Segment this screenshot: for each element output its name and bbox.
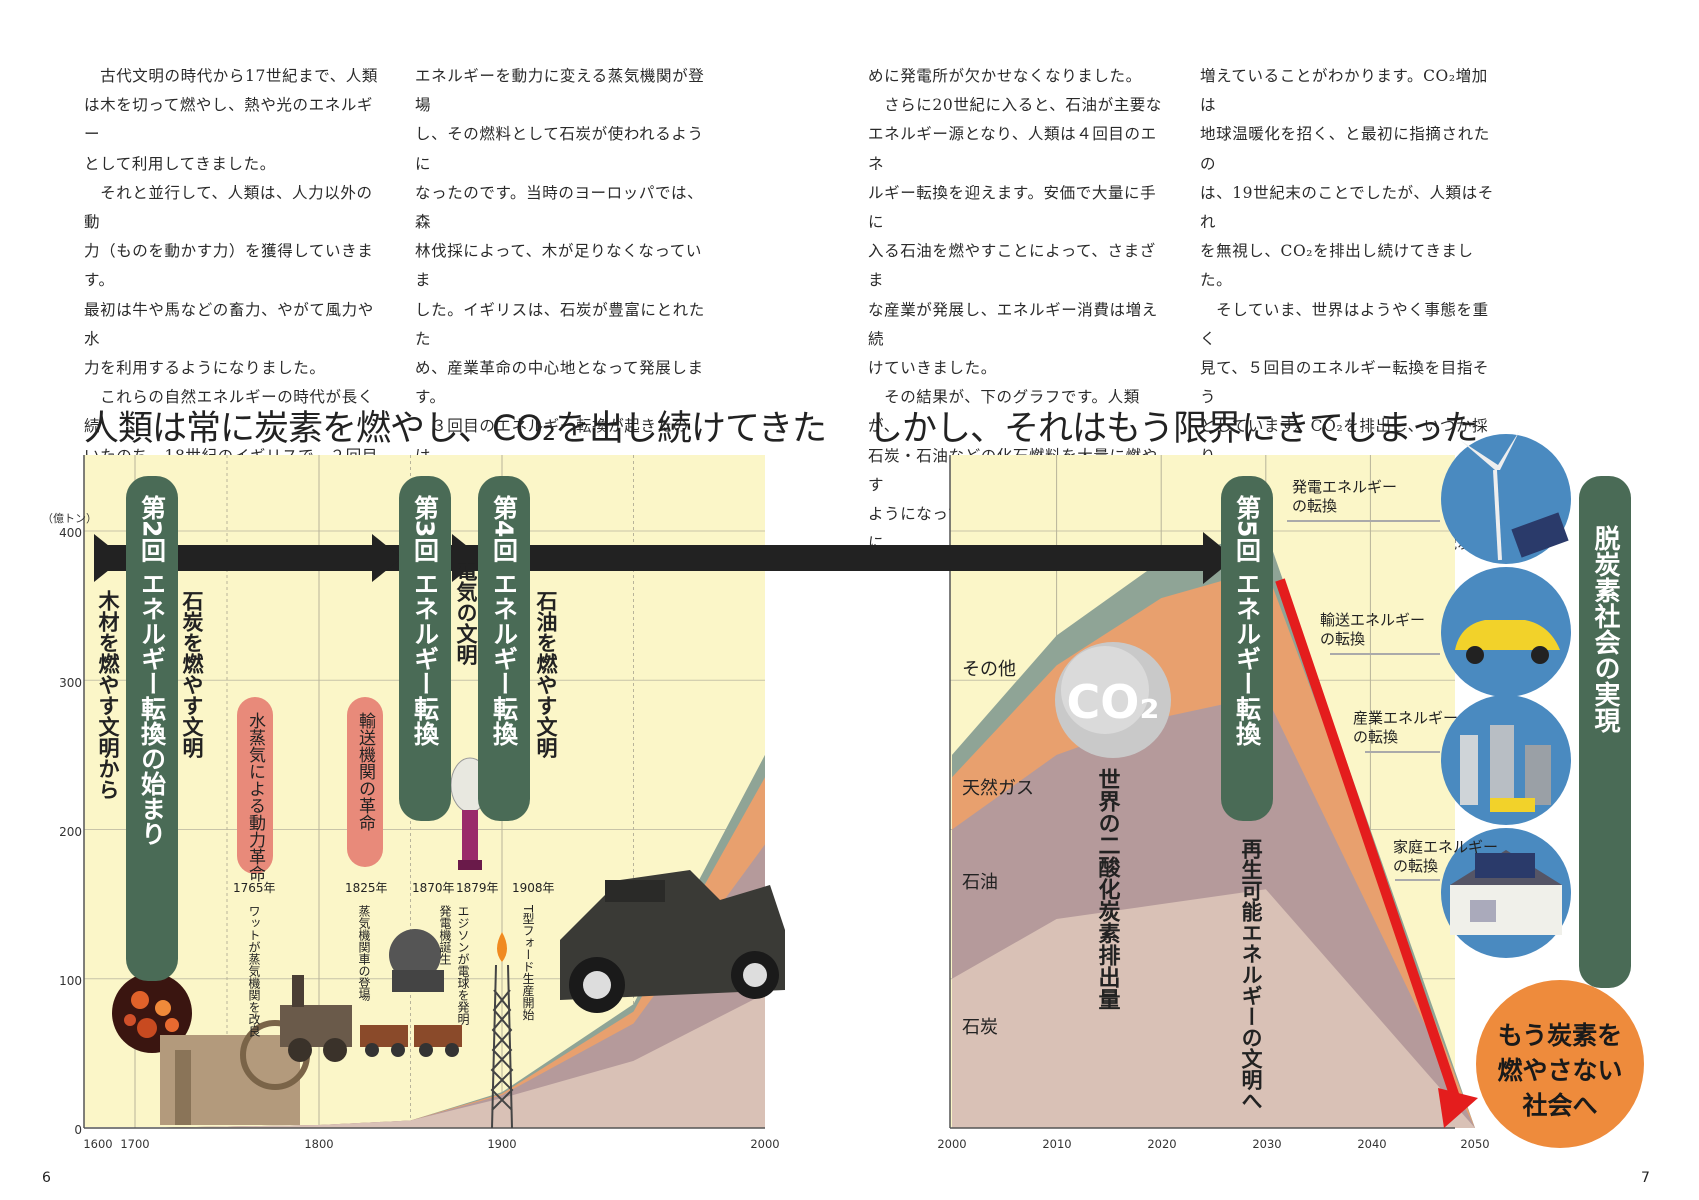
left-area-石炭 (98, 993, 765, 1128)
right-area-石炭 (952, 889, 1475, 1128)
page-number-left: 6 (42, 1170, 51, 1186)
y-tick-100: 100 (59, 974, 82, 988)
transition-box-5 (1221, 476, 1273, 821)
x-tick-1700: 1700 (120, 1137, 149, 1151)
sector-home: 家庭エネルギー の転換 (1393, 828, 1571, 958)
x-tick-r-2050: 2050 (1460, 1137, 1489, 1151)
red-decline-arrow (1275, 578, 1461, 1102)
sector-power-line2: の転換 (1292, 497, 1337, 515)
revolution-transport: 輸送機関の革命 (355, 712, 376, 831)
timeline-arrow (94, 532, 1235, 584)
x-tick-1800: 1800 (304, 1137, 333, 1151)
decarbon-box (1579, 476, 1631, 988)
x-tick-2000: 2000 (750, 1137, 779, 1151)
heading-right: しかし、それはもう限界にきてしまった (868, 409, 1479, 449)
left-area-石油 (98, 844, 765, 1128)
flame-icon (497, 932, 507, 962)
generator-image (389, 929, 444, 992)
era-wood: 木材を燃やす文明から (96, 590, 121, 800)
oil-derrick-image (490, 964, 514, 1129)
label-other: その他 (962, 659, 1016, 680)
x-tick-r-2000: 2000 (937, 1137, 966, 1151)
pill-steam-power (237, 697, 273, 874)
sector-power: 発電エネルギー の転換 (1287, 430, 1571, 564)
transition-4-label: 第4回 エネルギー転換 (490, 494, 519, 747)
heading-left: 人類は常に炭素を燃やし、CO₂を出し続けてきた (84, 409, 827, 449)
sector-home-line2: の転換 (1393, 857, 1438, 875)
event-1825-year: 1825年 (345, 881, 388, 895)
transition-box-3 (399, 476, 451, 821)
locomotive-image (280, 975, 462, 1062)
label-oil: 石油 (962, 872, 998, 893)
goal-circle (1476, 980, 1644, 1148)
era-coal: 石炭を燃やす文明 (180, 590, 205, 759)
x-tick-1600: 1600 (83, 1137, 112, 1151)
y-tick-400: 400 (59, 526, 82, 540)
co2-symbol: CO₂ (1066, 675, 1159, 729)
goal-line-3: 社会へ (1522, 1091, 1597, 1120)
revolution-steam-power: 水蒸気による動力革命 (245, 712, 266, 882)
areas-left (98, 754, 765, 1128)
era-renewable: 再生可能エネルギーの文明へ (1239, 838, 1263, 1111)
sector-industry-line2: の転換 (1353, 728, 1398, 746)
sector-industry-line1: 産業エネルギー (1353, 709, 1458, 727)
sector-transport-line2: の転換 (1320, 630, 1365, 648)
label-coal: 石炭 (962, 1017, 998, 1038)
event-1879-year: 1879年 (456, 881, 499, 895)
sector-transport-line1: 輸送エネルギー (1320, 611, 1425, 629)
y-tick-300: 300 (59, 676, 82, 690)
y-tick-0: 0 (74, 1123, 82, 1137)
y-axis-unit: （億トン） (42, 512, 97, 525)
red-arrow-head (1438, 1088, 1478, 1128)
sector-transport: 輸送エネルギー の転換 (1320, 567, 1571, 697)
transition-5-label: 第5回 エネルギー転換 (1233, 494, 1262, 747)
y-tick-200: 200 (59, 825, 82, 839)
event-1765-desc: ワットが蒸気機関を改良 (247, 905, 261, 1038)
x-tick-1900: 1900 (487, 1137, 516, 1151)
transition-box-4 (478, 476, 530, 821)
transition-3-label: 第3回 エネルギー転換 (411, 494, 440, 747)
event-1870-year: 1870年 (412, 881, 455, 895)
decarbon-label: 脱炭素社会の実現 (1590, 525, 1620, 733)
goal-line-2: 燃やさない (1497, 1056, 1622, 1085)
sector-industry: 産業エネルギー の転換 (1353, 695, 1571, 825)
event-1765-year: 1765年 (233, 881, 276, 895)
event-1879-desc: エジソンが電球を発明 (456, 905, 470, 1026)
event-1870-desc: 発電機誕生 (438, 905, 452, 965)
x-tick-r-2040: 2040 (1357, 1137, 1386, 1151)
event-1908-desc: T型フォード生産開始 (521, 904, 535, 1020)
co2-series-title: 世界の二酸化炭素排出量 (1095, 768, 1121, 1010)
era-oil: 石油を燃やす文明 (534, 590, 559, 759)
model-t-image (560, 870, 785, 1013)
era-electric: 電気の文明 (454, 560, 478, 666)
x-tick-r-2030: 2030 (1252, 1137, 1281, 1151)
goal-line-1: もう炭素を (1498, 1021, 1622, 1050)
event-1825-desc: 蒸気機関車の登場 (357, 905, 371, 1002)
transition-2-label: 第2回 エネルギー転換の始まり (138, 494, 167, 846)
transition-box-2 (126, 476, 178, 981)
co2-badge: CO₂ (1055, 642, 1171, 758)
x-tick-r-2010: 2010 (1042, 1137, 1071, 1151)
label-gas: 天然ガス (962, 778, 1034, 799)
left-area-天然ガス (98, 777, 765, 1128)
coal-image (112, 973, 192, 1053)
pill-transport (347, 697, 383, 867)
page-number-right: 7 (1641, 1170, 1650, 1186)
event-1908-year: 1908年 (512, 881, 555, 895)
x-tick-r-2020: 2020 (1147, 1137, 1176, 1151)
text-column-3: めに発電所が欠かせなくなりました。 さらに20世紀に入ると、石油が主要な エネル… (868, 67, 1163, 553)
sector-power-line1: 発電エネルギー (1292, 478, 1397, 496)
sector-home-line1: 家庭エネルギー (1393, 838, 1498, 856)
